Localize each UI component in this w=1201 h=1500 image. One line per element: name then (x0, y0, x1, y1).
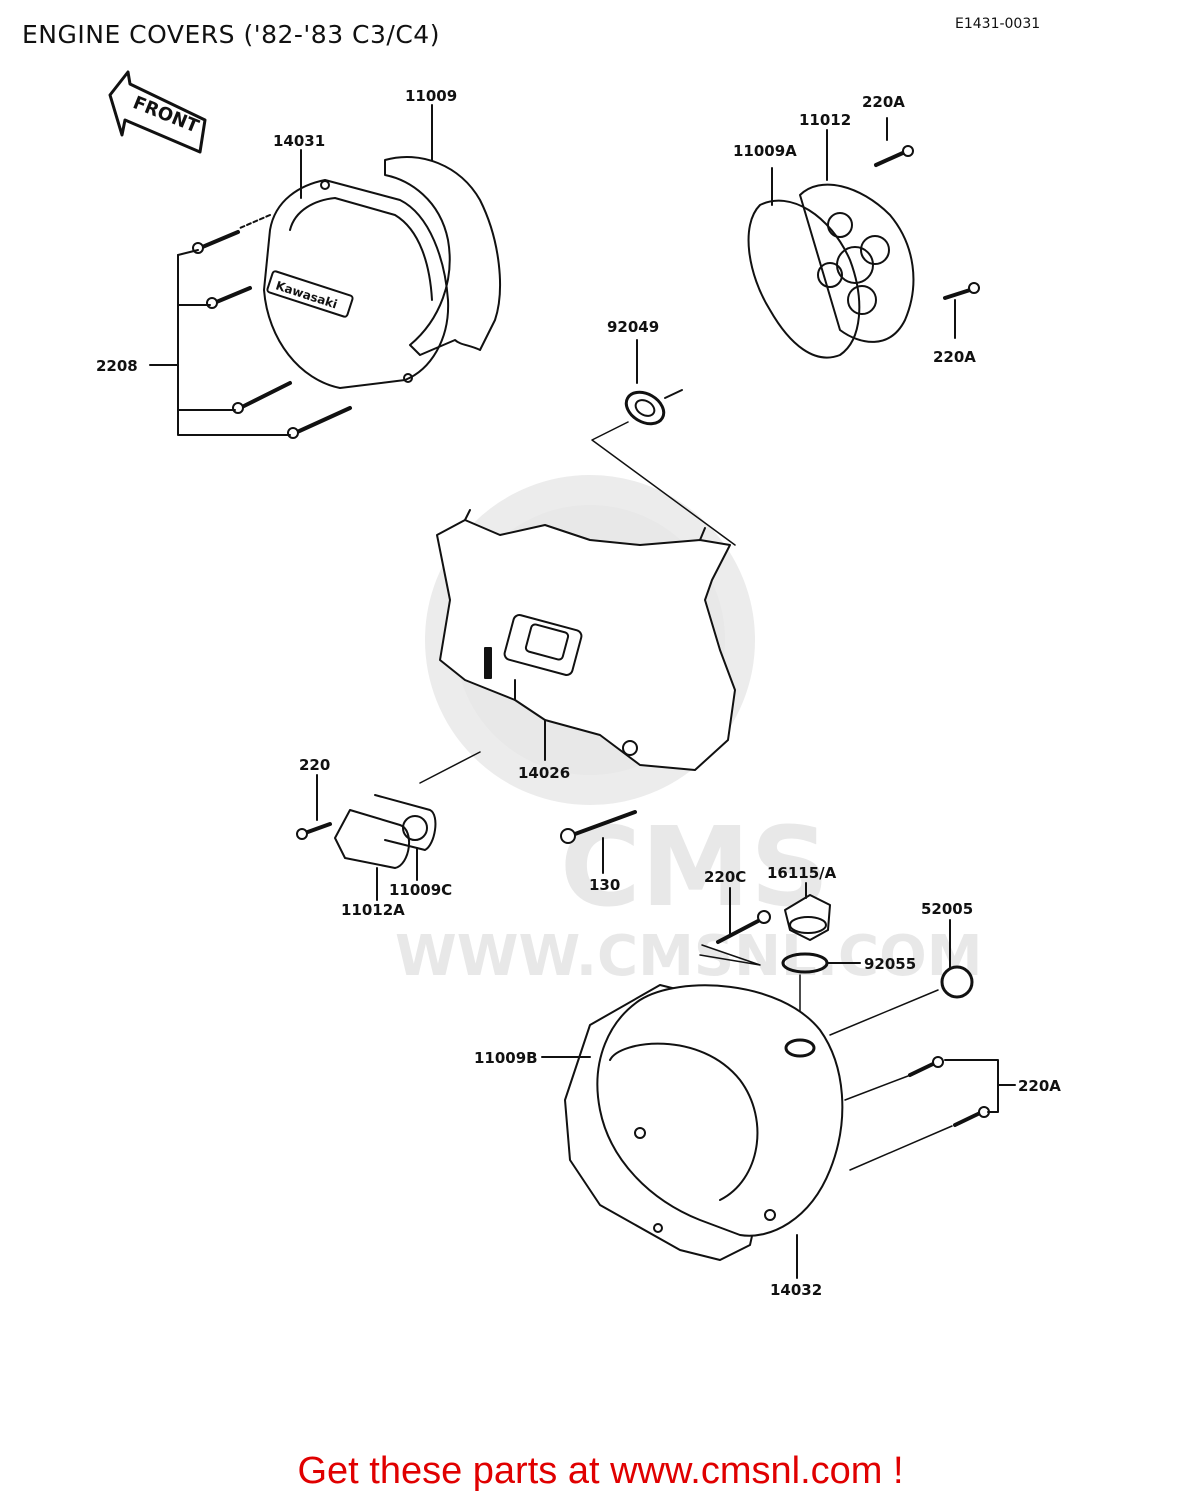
label-11012A: 11012A (341, 901, 405, 919)
label-92055: 92055 (864, 955, 916, 973)
bolts-2208 (149, 230, 352, 439)
label-16115A: 16115/A (767, 864, 837, 882)
plug-52005 (940, 965, 974, 999)
cover-11012 (799, 183, 915, 343)
seal-92049 (624, 390, 666, 426)
watermark-url: WWW.CMSNL.COM (395, 924, 982, 989)
front-arrow-icon: FRONT (108, 70, 207, 154)
label-130: 130 (589, 876, 620, 894)
label-220A-bottom: 220A (1018, 1077, 1061, 1095)
page-title: ENGINE COVERS ('82-'83 C3/C4) (22, 20, 440, 49)
label-220: 220 (299, 756, 330, 774)
label-11012: 11012 (799, 111, 851, 129)
cover-14026 (436, 509, 736, 771)
diagram-code: E1431-0031 (955, 16, 1041, 32)
label-14032: 14032 (770, 1281, 822, 1299)
part-labels: 11009 14031 2208 11012 220A 11009A 220A … (96, 87, 1061, 1299)
cap-16115A (784, 894, 831, 941)
label-220C: 220C (704, 868, 746, 886)
label-11009: 11009 (405, 87, 457, 105)
gasket-11009C (374, 794, 437, 851)
generator-cover-14031: Kawasaki (263, 179, 450, 389)
label-14031: 14031 (273, 132, 325, 150)
plate-11012A (334, 809, 411, 869)
label-52005: 52005 (921, 900, 973, 918)
footer-promo: Get these parts at www.cmsnl.com ! (297, 1450, 904, 1492)
clutch-cover-14032 (596, 984, 844, 1237)
gasket-11009 (384, 155, 501, 356)
gasket-11009A (747, 199, 861, 359)
label-220A-top: 220A (862, 93, 905, 111)
parts-diagram: CMS WWW.CMSNL.COM FRONT Kawasaki (96, 70, 1061, 1299)
label-92049: 92049 (607, 318, 659, 336)
label-11009A: 11009A (733, 142, 797, 160)
label-2208: 2208 (96, 357, 138, 375)
label-11009B: 11009B (474, 1049, 538, 1067)
label-14026: 14026 (518, 764, 570, 782)
label-220A-right: 220A (933, 348, 976, 366)
label-11009C: 11009C (389, 881, 452, 899)
